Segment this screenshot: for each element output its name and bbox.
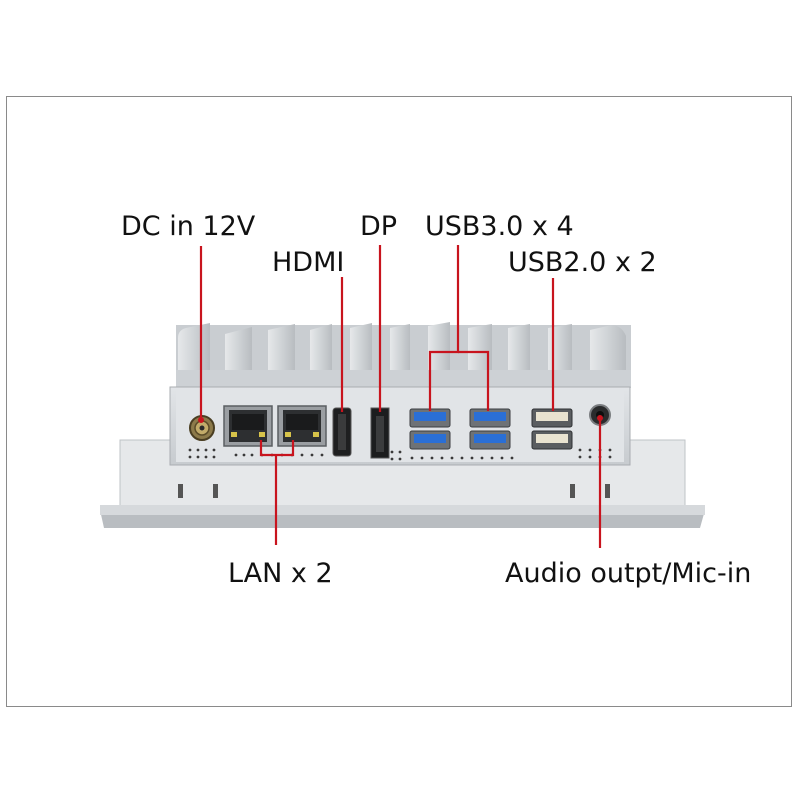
usb3-port-2 (409, 430, 451, 450)
label-hdmi: HDMI (272, 247, 345, 278)
lan-port-2 (277, 405, 327, 447)
callout-lines (199, 245, 602, 548)
image-frame (6, 96, 792, 707)
label-dp: DP (360, 211, 398, 242)
usb3-port-3 (469, 408, 511, 428)
callout-usb3 (428, 245, 460, 411)
callout-usb3-right (458, 350, 490, 411)
hdmi-port (332, 407, 352, 457)
dc-power-jack (189, 415, 215, 441)
heatsink-fins (176, 322, 631, 388)
label-lan: LAN x 2 (228, 558, 333, 589)
usb3-port-4 (469, 430, 511, 450)
label-usb2: USB2.0 x 2 (508, 247, 657, 278)
label-usb3: USB3.0 x 4 (425, 211, 574, 242)
lan-port-1 (223, 405, 273, 447)
usb2-port-2 (531, 430, 573, 450)
label-audio: Audio outpt/Mic-in (505, 558, 752, 589)
usb2-port-1 (531, 408, 573, 428)
displayport-port (370, 407, 390, 459)
usb3-port-1 (409, 408, 451, 428)
label-dc-in: DC in 12V (121, 211, 256, 242)
